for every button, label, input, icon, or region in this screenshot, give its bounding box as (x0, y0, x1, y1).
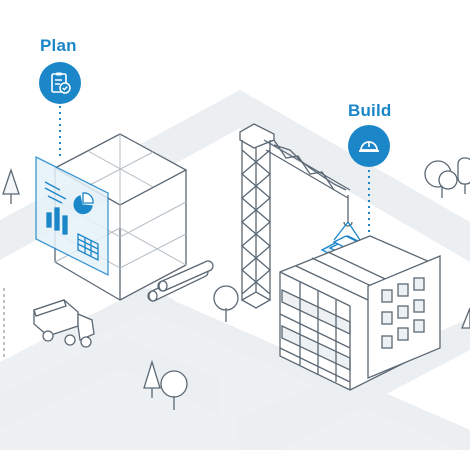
crane-tower (239, 123, 353, 309)
pipes (147, 260, 214, 302)
blueprint-panel (35, 155, 109, 277)
build-badge (348, 125, 390, 167)
hard-hat-icon (359, 141, 379, 152)
tree-small-left (2, 167, 20, 204)
plan-badge (39, 62, 81, 104)
trees-right (424, 157, 470, 329)
clipboard-check-icon (51, 72, 71, 94)
trees-bottom-left (143, 359, 188, 410)
tree-crane-base (213, 285, 239, 322)
building-under-construction (279, 235, 441, 391)
plan-label: Plan (40, 36, 77, 55)
build-label: Build (348, 101, 392, 120)
dump-truck (33, 299, 95, 348)
